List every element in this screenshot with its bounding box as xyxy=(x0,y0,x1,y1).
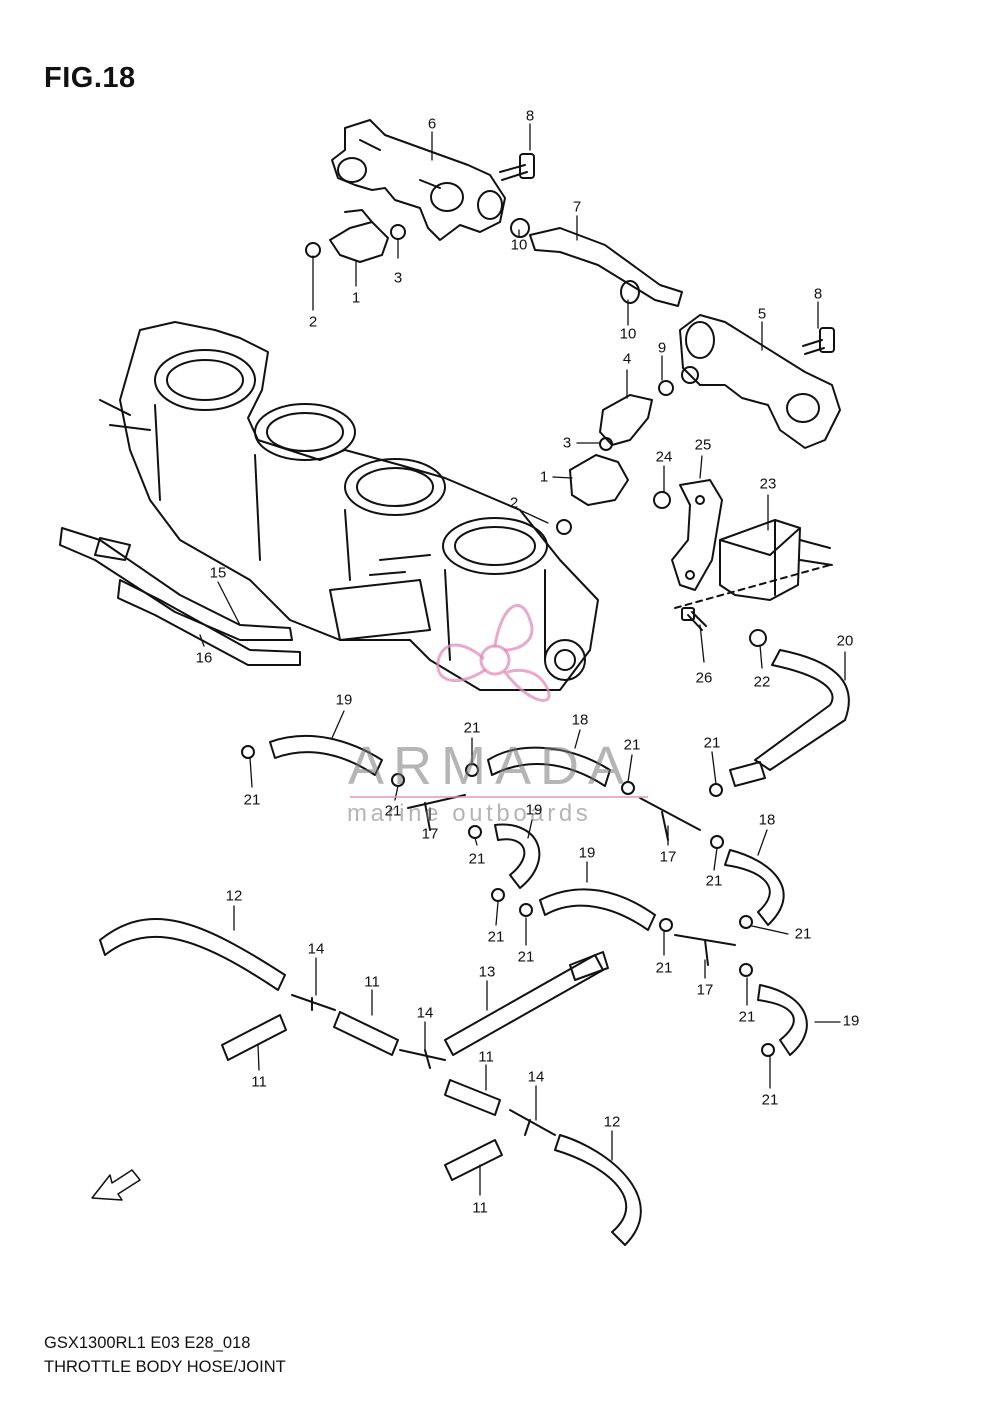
callout-13: 13 xyxy=(478,963,496,981)
callout-19-b: 19 xyxy=(525,801,543,819)
callout-19-d: 19 xyxy=(842,1012,860,1030)
callout-21-f: 21 xyxy=(468,850,486,868)
fuel-joint xyxy=(510,218,683,307)
callout-8-right: 8 xyxy=(813,285,823,303)
fuel-injector-lower xyxy=(556,454,629,535)
throttle-body-assembly xyxy=(99,321,599,691)
callout-2-mid: 2 xyxy=(509,494,519,512)
callout-5: 5 xyxy=(757,305,767,323)
callout-3-mid: 3 xyxy=(562,434,572,452)
watermark-brand: ARMADA xyxy=(348,736,634,796)
section-name: THROTTLE BODY HOSE/JOINT xyxy=(44,1358,286,1376)
callout-20: 20 xyxy=(836,632,854,650)
figure-title: FIG.18 xyxy=(44,62,136,94)
nut-24 xyxy=(653,491,671,509)
callout-17-c: 17 xyxy=(696,981,714,999)
t-joints-17 xyxy=(407,794,736,966)
callout-3-top: 3 xyxy=(393,269,403,287)
joint-4 xyxy=(599,394,653,451)
hose-15-16 xyxy=(59,527,301,666)
callout-2-top: 2 xyxy=(308,313,318,331)
callout-21-h: 21 xyxy=(487,928,505,946)
fwd-arrow-icon xyxy=(91,1169,141,1201)
callout-18-b: 18 xyxy=(758,811,776,829)
screw-26 xyxy=(681,607,707,631)
bracket-25 xyxy=(671,479,723,591)
model-code: GSX1300RL1 E03 E28_018 xyxy=(44,1334,251,1352)
callout-18-a: 18 xyxy=(571,711,589,729)
bolt-upper xyxy=(499,153,535,181)
callout-25: 25 xyxy=(694,436,712,454)
callout-11-d: 11 xyxy=(472,1199,488,1217)
o-ring-9 xyxy=(658,380,674,396)
callout-21-g: 21 xyxy=(705,872,723,890)
clamp-22 xyxy=(749,629,767,647)
callout-21-m: 21 xyxy=(761,1091,779,1109)
callout-11-c: 11 xyxy=(478,1048,494,1066)
bolt-lower xyxy=(802,327,835,355)
callout-21-k: 21 xyxy=(655,959,673,977)
callout-21-l: 21 xyxy=(738,1008,756,1026)
callout-24: 24 xyxy=(655,448,673,466)
fuel-injector-upper xyxy=(305,209,406,263)
hoses-lower xyxy=(99,918,642,1246)
callout-11-a: 11 xyxy=(364,973,380,991)
fuel-delivery-pipe-upper xyxy=(331,119,506,241)
hose-20 xyxy=(754,649,850,771)
watermark-tagline: marine outboards xyxy=(347,800,592,827)
callout-16: 16 xyxy=(195,649,213,667)
callout-17-b: 17 xyxy=(659,848,677,866)
watermark-divider xyxy=(350,796,648,798)
callout-6: 6 xyxy=(427,115,437,133)
callout-4: 4 xyxy=(622,350,632,368)
callout-15: 15 xyxy=(209,564,227,582)
callout-14-c: 14 xyxy=(527,1068,545,1086)
callout-1-mid: 1 xyxy=(539,468,549,486)
hoses-middle xyxy=(241,735,808,1057)
callout-21-e: 21 xyxy=(384,802,402,820)
callout-14-a: 14 xyxy=(307,940,325,958)
callout-22: 22 xyxy=(753,673,771,691)
callout-1-top: 1 xyxy=(351,289,361,307)
callout-10-mid: 10 xyxy=(619,325,637,343)
callout-11-b: 11 xyxy=(251,1073,267,1091)
callout-21-i: 21 xyxy=(517,948,535,966)
callout-7: 7 xyxy=(572,198,582,216)
callout-26: 26 xyxy=(695,669,713,687)
callout-17-a: 17 xyxy=(421,825,439,843)
leader-dashed xyxy=(674,564,831,609)
callout-21-j: 21 xyxy=(794,925,812,943)
watermark-logo-icon xyxy=(436,604,551,702)
callout-10-top: 10 xyxy=(510,236,528,254)
callout-21-b: 21 xyxy=(463,719,481,737)
leader-lines xyxy=(199,123,846,1196)
callout-12-b: 12 xyxy=(603,1113,621,1131)
callout-21-d: 21 xyxy=(703,734,721,752)
solenoid-valve-23 xyxy=(719,519,833,601)
callout-23: 23 xyxy=(759,475,777,493)
callout-14-b: 14 xyxy=(416,1004,434,1022)
fuel-delivery-pipe-lower xyxy=(679,314,841,449)
callout-8-top: 8 xyxy=(525,107,535,125)
callout-12-a: 12 xyxy=(225,887,243,905)
callout-19-c: 19 xyxy=(578,844,596,862)
callout-21-c: 21 xyxy=(623,736,641,754)
callout-21-a: 21 xyxy=(243,791,261,809)
callout-9: 9 xyxy=(657,339,667,357)
callout-19-a: 19 xyxy=(335,691,353,709)
